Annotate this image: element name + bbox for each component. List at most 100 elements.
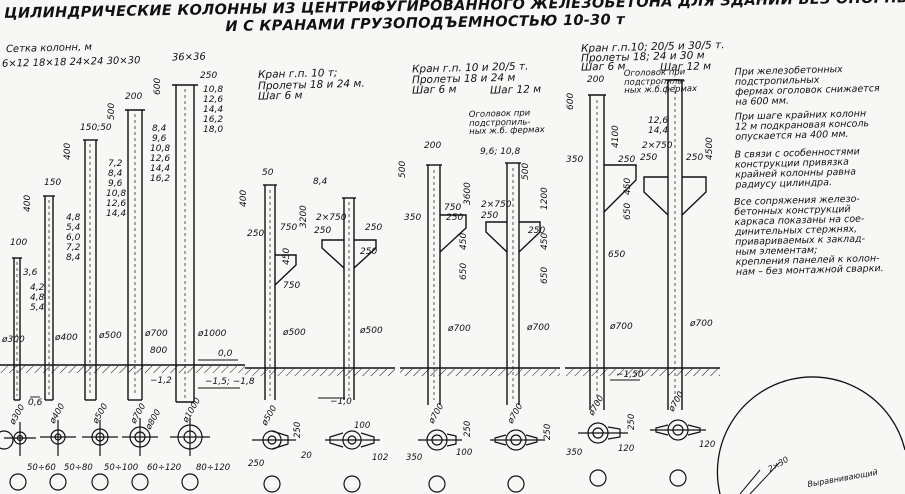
svg-text:250: 250 bbox=[365, 223, 382, 233]
svg-text:−1,0: −1,0 bbox=[330, 397, 352, 407]
group4-section-1 bbox=[578, 422, 628, 444]
svg-text:10,8: 10,8 bbox=[106, 189, 126, 199]
svg-text:200: 200 bbox=[587, 75, 604, 85]
svg-text:ø500: ø500 bbox=[282, 328, 306, 338]
svg-text:350: 350 bbox=[566, 448, 582, 458]
svg-text:ø700: ø700 bbox=[689, 319, 713, 329]
svg-text:7,2: 7,2 bbox=[108, 159, 123, 169]
svg-text:7,2: 7,2 bbox=[66, 243, 81, 253]
section-4 bbox=[122, 418, 158, 456]
group3-text: 200 500 350 750 250 3600 2×750 250 250 4… bbox=[398, 141, 550, 334]
svg-text:250: 250 bbox=[481, 211, 498, 221]
group2-column-edge bbox=[263, 184, 297, 400]
svg-text:400: 400 bbox=[63, 143, 73, 160]
svg-text:ø300: ø300 bbox=[7, 403, 27, 427]
svg-text:600: 600 bbox=[566, 93, 576, 110]
svg-text:ø700: ø700 bbox=[426, 402, 446, 426]
svg-text:120: 120 bbox=[699, 440, 715, 450]
group2-text: 50 400 250 750 450 750 3200 2×750 250 25… bbox=[239, 168, 383, 407]
svg-text:12,6: 12,6 bbox=[203, 95, 223, 105]
svg-text:14,4: 14,4 bbox=[106, 209, 126, 219]
svg-text:200: 200 bbox=[125, 92, 142, 102]
svg-text:ø1000: ø1000 bbox=[180, 396, 203, 425]
section-1 bbox=[4, 422, 36, 456]
svg-text:250: 250 bbox=[640, 153, 657, 163]
svg-text:Выравнивающий: Выравнивающий bbox=[807, 468, 879, 489]
svg-text:4500: 4500 bbox=[705, 137, 715, 160]
svg-text:400: 400 bbox=[239, 190, 249, 207]
svg-text:350: 350 bbox=[566, 155, 583, 165]
svg-text:2×750: 2×750 bbox=[642, 141, 673, 151]
svg-text:20: 20 bbox=[301, 451, 312, 461]
svg-text:12,6: 12,6 bbox=[150, 154, 170, 164]
svg-text:−1,2: −1,2 bbox=[150, 376, 172, 386]
corner-text: 2×30 Выравнивающий bbox=[767, 455, 879, 489]
svg-text:8,4: 8,4 bbox=[108, 169, 123, 179]
svg-text:50÷60: 50÷60 bbox=[27, 463, 56, 473]
group3-section-1 bbox=[418, 429, 462, 451]
group3-columns bbox=[400, 162, 560, 405]
svg-text:4100: 4100 bbox=[611, 125, 621, 148]
svg-text:18,0: 18,0 bbox=[203, 125, 223, 135]
column-5 bbox=[172, 84, 198, 403]
svg-text:ø700: ø700 bbox=[609, 322, 633, 332]
group4-sections bbox=[578, 419, 706, 487]
svg-text:650: 650 bbox=[623, 203, 633, 220]
column-2 bbox=[43, 195, 55, 401]
svg-text:ø1000: ø1000 bbox=[197, 329, 227, 339]
svg-text:ø500: ø500 bbox=[359, 326, 383, 336]
svg-text:200: 200 bbox=[424, 141, 441, 151]
svg-text:500: 500 bbox=[521, 163, 531, 180]
svg-text:250: 250 bbox=[446, 213, 463, 223]
svg-text:ø500: ø500 bbox=[98, 331, 122, 341]
svg-text:9,6; 10,8: 9,6; 10,8 bbox=[480, 147, 521, 157]
svg-text:450: 450 bbox=[459, 233, 469, 250]
group3-sections bbox=[418, 429, 545, 493]
svg-text:650: 650 bbox=[540, 267, 550, 284]
svg-text:0,6: 0,6 bbox=[28, 398, 43, 408]
svg-text:5,4: 5,4 bbox=[30, 303, 45, 313]
svg-text:250: 250 bbox=[248, 459, 264, 469]
svg-text:450: 450 bbox=[282, 248, 292, 265]
svg-text:3600: 3600 bbox=[463, 182, 473, 205]
svg-text:6,0: 6,0 bbox=[66, 233, 81, 243]
svg-text:600: 600 bbox=[153, 78, 163, 95]
svg-text:250: 250 bbox=[293, 422, 303, 438]
svg-text:150;50: 150;50 bbox=[80, 123, 112, 133]
section-2 bbox=[40, 420, 76, 456]
svg-text:8,4: 8,4 bbox=[313, 177, 328, 187]
svg-text:2×750: 2×750 bbox=[481, 200, 512, 210]
svg-text:ø700: ø700 bbox=[666, 390, 686, 414]
svg-text:ø500: ø500 bbox=[259, 404, 279, 428]
group2-section-text: ø500 250 250 20 100 102 bbox=[248, 404, 388, 469]
svg-text:80÷120: 80÷120 bbox=[196, 463, 230, 473]
svg-text:2×30: 2×30 bbox=[767, 455, 791, 474]
svg-text:ø400: ø400 bbox=[47, 402, 67, 426]
group2-section-2 bbox=[325, 430, 380, 450]
section-3 bbox=[82, 420, 118, 456]
group2-section-1 bbox=[252, 430, 296, 450]
svg-text:9,6: 9,6 bbox=[108, 179, 123, 189]
svg-text:60÷120: 60÷120 bbox=[147, 463, 181, 473]
group4-section-2 bbox=[650, 419, 706, 441]
svg-text:ø700: ø700 bbox=[144, 329, 168, 339]
svg-text:9,6: 9,6 bbox=[152, 134, 167, 144]
svg-text:100: 100 bbox=[10, 238, 27, 248]
svg-text:750: 750 bbox=[444, 203, 461, 213]
group2-sections bbox=[252, 430, 380, 493]
svg-text:3200: 3200 bbox=[299, 205, 309, 228]
svg-text:8,4: 8,4 bbox=[152, 124, 167, 134]
group1-text: 100 150 150;50 200 250 400 400 500 600 3… bbox=[1, 71, 255, 408]
svg-text:500: 500 bbox=[107, 103, 117, 120]
svg-text:ø700: ø700 bbox=[526, 323, 550, 333]
svg-text:14,4: 14,4 bbox=[203, 105, 223, 115]
svg-text:16,2: 16,2 bbox=[203, 115, 223, 125]
svg-text:250: 250 bbox=[686, 153, 703, 163]
svg-text:250: 250 bbox=[314, 226, 331, 236]
group4-column-middle bbox=[643, 79, 707, 410]
svg-text:50÷100: 50÷100 bbox=[104, 463, 138, 473]
group3-column-edge bbox=[426, 164, 467, 405]
svg-text:1200: 1200 bbox=[540, 187, 550, 210]
group1-sections bbox=[0, 418, 210, 491]
